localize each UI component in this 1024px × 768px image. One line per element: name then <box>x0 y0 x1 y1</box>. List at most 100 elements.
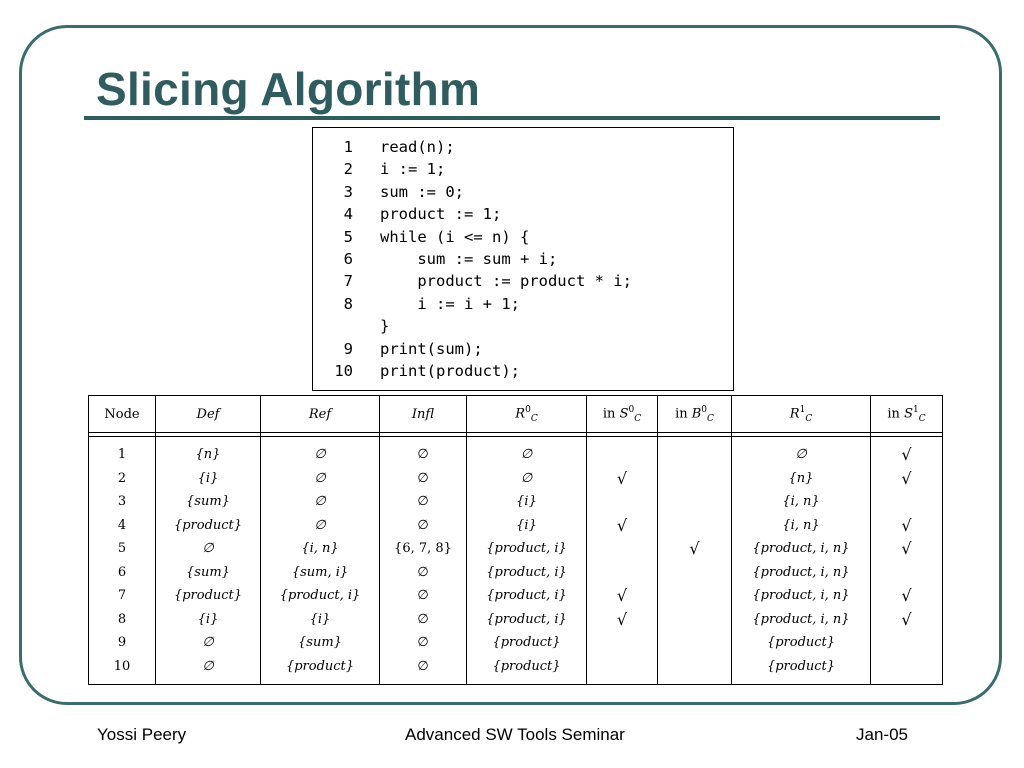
cell-r1: {i, n} <box>731 490 871 514</box>
cell-s0: √ <box>586 584 658 608</box>
cell-r0: {product, i} <box>466 607 587 631</box>
cell-ref: {product, i} <box>260 584 380 608</box>
code-line-text: product := 1; <box>380 205 502 224</box>
code-line-number: 3 <box>343 182 353 201</box>
cell-def: {i} <box>155 466 261 490</box>
table-row: 8{i}{i}∅{product, i}√{product, i, n}√ <box>88 607 943 631</box>
cell-s0 <box>586 654 658 685</box>
slide-title: Slicing Algorithm <box>96 63 481 115</box>
cell-r0: {product, i} <box>466 537 587 561</box>
cell-ref: ∅ <box>260 513 380 537</box>
cell-s1: √ <box>870 513 943 537</box>
cell-r1: ∅ <box>731 436 871 467</box>
header-ref: Ref <box>260 395 380 433</box>
code-line-text: } <box>380 317 390 336</box>
cell-ref: {i, n} <box>260 537 380 561</box>
cell-s0 <box>586 490 658 514</box>
cell-b0 <box>657 654 732 685</box>
cell-s1 <box>870 560 943 584</box>
cell-b0 <box>657 607 732 631</box>
cell-def: {n} <box>155 436 261 467</box>
cell-r1: {product, i, n} <box>731 607 871 631</box>
cell-s0 <box>586 631 658 655</box>
table-header-row: Node Def Ref Infl R0C in S0C in B0C R1C … <box>88 395 943 433</box>
cell-def: {sum} <box>155 560 261 584</box>
code-line-number: 9 <box>343 339 353 358</box>
table-row: 10∅{product}∅{product}{product} <box>88 654 943 685</box>
cell-ref: {sum, i} <box>260 560 380 584</box>
code-line-text: product := product * i; <box>380 272 632 291</box>
cell-node: 10 <box>88 654 156 685</box>
cell-s1: √ <box>870 584 943 608</box>
table-row: 7{product}{product, i}∅{product, i}√{pro… <box>88 584 943 608</box>
cell-b0 <box>657 466 732 490</box>
cell-r1: {product, i, n} <box>731 584 871 608</box>
code-line-number: 4 <box>343 205 353 224</box>
cell-ref: {i} <box>260 607 380 631</box>
cell-r1: {product, i, n} <box>731 560 871 584</box>
code-line-text: while (i <= n) { <box>380 227 530 246</box>
cell-infl: ∅ <box>379 607 467 631</box>
header-separator <box>88 432 943 437</box>
cell-s1: √ <box>870 436 943 467</box>
code-line-number: 10 <box>334 362 353 380</box>
header-r1: R1C <box>731 395 871 433</box>
cell-def: {product} <box>155 513 261 537</box>
cell-def: {sum} <box>155 490 261 514</box>
cell-s0: √ <box>586 607 658 631</box>
header-node: Node <box>88 395 156 433</box>
cell-ref: {sum} <box>260 631 380 655</box>
table-row: 1{n}∅∅∅∅√ <box>88 436 943 467</box>
footer-seminar: Advanced SW Tools Seminar <box>405 725 625 744</box>
code-line-number: 5 <box>343 227 353 246</box>
cell-infl: ∅ <box>379 654 467 685</box>
cell-def: ∅ <box>155 654 261 685</box>
cell-infl: ∅ <box>379 490 467 514</box>
header-in-s1: in S1C <box>870 395 943 433</box>
code-line-text: print(product); <box>380 362 520 380</box>
cell-r0: ∅ <box>466 436 587 467</box>
cell-r0: {i} <box>466 490 587 514</box>
table-row: 5∅{i, n}{6, 7, 8}{product, i}√{product, … <box>88 537 943 561</box>
code-line-text: sum := sum + i; <box>380 250 558 268</box>
cell-s0 <box>586 436 658 467</box>
cell-b0 <box>657 513 732 537</box>
cell-s1: √ <box>870 537 943 561</box>
slicing-table: Node Def Ref Infl R0C in S0C in B0C R1C … <box>88 395 943 685</box>
cell-b0: √ <box>657 537 732 561</box>
cell-infl: ∅ <box>379 584 467 608</box>
cell-node: 8 <box>88 607 156 631</box>
header-infl: Infl <box>379 395 467 433</box>
header-def: Def <box>155 395 261 433</box>
cell-r1: {product} <box>731 654 871 685</box>
cell-node: 4 <box>88 513 156 537</box>
header-in-b0: in B0C <box>657 395 732 433</box>
code-line-number: 8 <box>343 294 353 313</box>
cell-ref: ∅ <box>260 466 380 490</box>
cell-s1 <box>870 490 943 514</box>
cell-r0: {product, i} <box>466 584 587 608</box>
code-line-text: read(n); <box>380 138 455 156</box>
cell-infl: ∅ <box>379 513 467 537</box>
cell-r0: ∅ <box>466 466 587 490</box>
cell-infl: ∅ <box>379 466 467 490</box>
cell-def: {i} <box>155 607 261 631</box>
cell-b0 <box>657 631 732 655</box>
cell-r0: {product} <box>466 631 587 655</box>
cell-s1 <box>870 631 943 655</box>
cell-node: 3 <box>88 490 156 514</box>
table-row: 2{i}∅∅∅√{n}√ <box>88 466 943 490</box>
cell-r1: {i, n} <box>731 513 871 537</box>
cell-s0 <box>586 537 658 561</box>
cell-r0: {i} <box>466 513 587 537</box>
cell-r1: {n} <box>731 466 871 490</box>
cell-infl: ∅ <box>379 560 467 584</box>
code-line-text: i := i + 1; <box>380 294 520 313</box>
cell-s0: √ <box>586 513 658 537</box>
cell-ref: {product} <box>260 654 380 685</box>
cell-s0: √ <box>586 466 658 490</box>
cell-r0: {product, i} <box>466 560 587 584</box>
cell-node: 2 <box>88 466 156 490</box>
table-row: 3{sum}∅∅{i}{i, n} <box>88 490 943 514</box>
